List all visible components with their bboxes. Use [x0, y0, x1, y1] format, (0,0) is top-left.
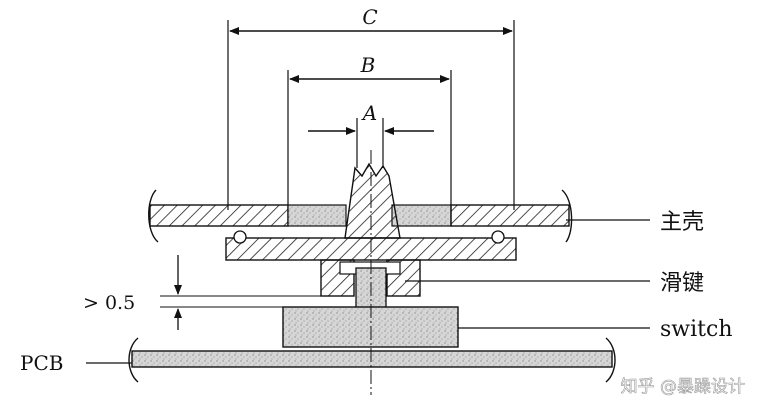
pcb-board	[128, 337, 616, 383]
gap-label: > 0.5	[83, 292, 135, 314]
callout-slider: 滑键	[405, 271, 704, 296]
dimension-c-label: C	[362, 5, 377, 29]
callout-pcb: PCB	[20, 351, 132, 375]
switch-label: switch	[660, 317, 733, 342]
dimension-a: A	[308, 101, 434, 168]
callout-housing: 主壳	[566, 210, 704, 235]
dimension-b: B	[287, 53, 452, 205]
pcb-label: PCB	[20, 351, 63, 375]
slider-label: 滑键	[660, 271, 704, 296]
slider-key	[225, 162, 517, 309]
gap-dimension: > 0.5	[83, 255, 322, 330]
dimension-a-label: A	[361, 101, 377, 125]
watermark: 知乎 @暴躁设计	[621, 377, 745, 397]
dimension-c: C	[227, 5, 515, 210]
dimension-b-label: B	[360, 53, 376, 77]
callout-switch: switch	[458, 317, 733, 342]
housing-label: 主壳	[660, 210, 704, 235]
